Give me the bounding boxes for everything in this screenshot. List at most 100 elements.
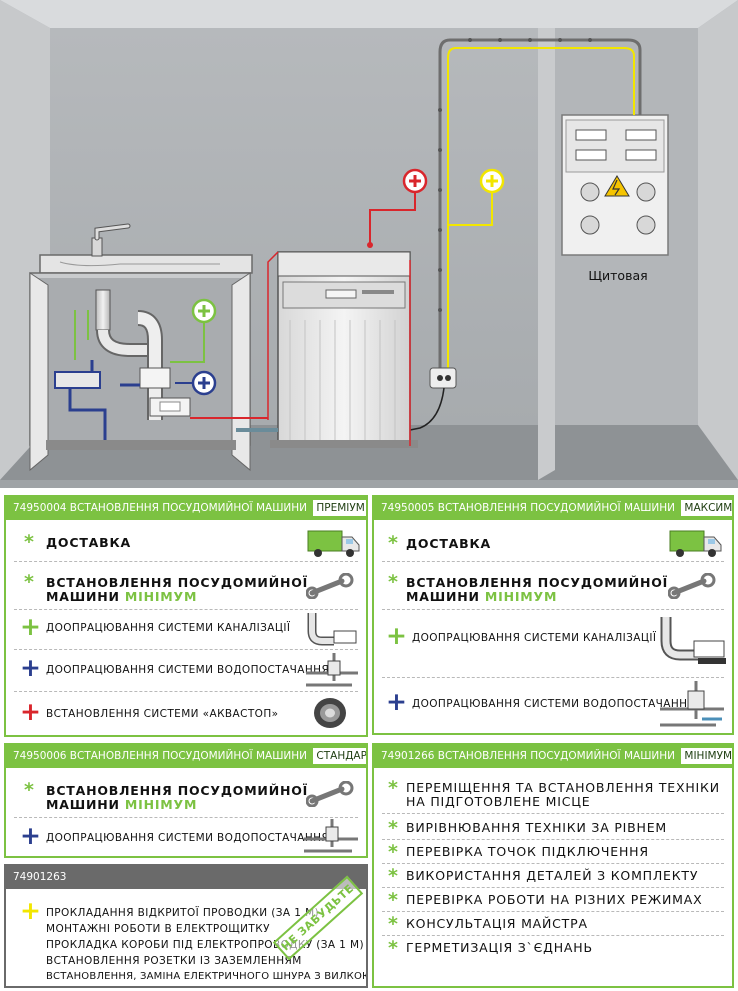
item-label: МОНТАЖНІ РОБОТИ В ЕЛЕКТРОЩИТКУ xyxy=(46,923,270,935)
item-label: ПЕРЕВІРКА ТОЧОК ПІДКЛЮЧЕННЯ xyxy=(406,844,649,859)
kitchen-installation-illustration: Щитовая xyxy=(0,0,738,488)
item-label: ДООПРАЦЮВАННЯ СИСТЕМИ КАНАЛІЗАЦІЇ xyxy=(46,622,291,634)
item-label: ВИРІВНЮВАННЯ ТЕХНІКИ ЗА РІВНЕМ xyxy=(406,820,668,835)
package-minimum-header: 74901266 ВСТАНОВЛЕННЯ ПОСУДОМИЙНОЇ МАШИН… xyxy=(374,745,732,768)
dishwasher xyxy=(270,251,418,448)
package-electric: 74901263 + ПРОКЛАДАННЯ ВІДКРИТОЇ ПРОВОДК… xyxy=(4,864,368,988)
package-tag: СТАНДАРТ xyxy=(313,748,366,764)
item-label: НА ПІДГОТОВЛЕНЕ МІСЦЕ xyxy=(406,794,591,809)
divider xyxy=(382,677,724,678)
electrical-panel xyxy=(561,114,669,256)
package-premium-header: 74950004 ВСТАНОВЛЕННЯ ПОСУДОМИЙНОЇ МАШИН… xyxy=(6,497,366,520)
asterisk-icon: * xyxy=(24,531,34,553)
item-label: МАШИНИ xyxy=(406,589,480,604)
package-code: 74950005 xyxy=(381,502,435,514)
divider xyxy=(14,561,358,562)
blue-plus-icon: + xyxy=(386,687,407,716)
asterisk-icon: * xyxy=(388,571,398,593)
list-item: * ГЕРМЕТИЗАЦІЯ З`ЄДНАНЬ xyxy=(374,937,732,959)
asterisk-icon: * xyxy=(24,571,34,593)
package-standard-header: 74950006 ВСТАНОВЛЕННЯ ПОСУДОМИЙНОЇ МАШИН… xyxy=(6,745,366,768)
item-label: ПРОКЛАДКА КОРОБИ ПІД ЕЛЕКТРОПРОВОДКУ (ЗА… xyxy=(46,939,364,951)
divider xyxy=(382,561,724,562)
list-item: * ВИРІВНЮВАННЯ ТЕХНІКИ ЗА РІВНЕМ xyxy=(374,817,732,839)
asterisk-icon: * xyxy=(388,841,398,863)
sewer-pipe-icon xyxy=(660,617,726,664)
package-code: 74950004 xyxy=(13,502,67,514)
asterisk-icon: * xyxy=(388,865,398,887)
asterisk-icon: * xyxy=(388,817,398,839)
item-label: ДООПРАЦЮВАННЯ СИСТЕМИ ВОДОПОСТАЧАННЯ xyxy=(46,664,330,676)
package-tag: ПРЕМІУМ xyxy=(313,500,366,516)
sewer-pipe-icon xyxy=(307,613,357,646)
divider xyxy=(382,863,724,864)
divider xyxy=(14,609,358,610)
item-label: ВСТАНОВЛЕННЯ, ЗАМІНА ЕЛЕКТРИЧНОГО ШНУРА … xyxy=(46,971,368,982)
sink-cabinet xyxy=(29,254,253,472)
item-label: ВСТАНОВЛЕННЯ СИСТЕМИ «АКВАСТОП» xyxy=(46,708,279,720)
wrench-icon xyxy=(306,573,354,599)
item-label: КОНСУЛЬТАЦІЯ МАЙСТРА xyxy=(406,916,588,931)
package-minimum: 74901266 ВСТАНОВЛЕННЯ ПОСУДОМИЙНОЇ МАШИН… xyxy=(372,743,734,988)
package-tag: МАКСИМУМ xyxy=(681,500,732,516)
item-label: ДООПРАЦЮВАННЯ СИСТЕМИ КАНАЛІЗАЦІЇ xyxy=(412,632,657,644)
list-item: + ДООПРАЦЮВАННЯ СИСТЕМИ КАНАЛІЗАЦІЇ xyxy=(374,613,732,673)
package-electric-header: 74901263 xyxy=(6,866,366,889)
item-label: ДОСТАВКА xyxy=(46,535,131,550)
item-label: ДООПРАЦЮВАННЯ СИСТЕМИ ВОДОПОСТАЧАННЯ xyxy=(412,698,696,710)
wrench-icon xyxy=(668,573,716,599)
list-item: * ВСТАНОВЛЕННЯ ПОСУДОМИЙНОЇ МАШИНИ МІНІМ… xyxy=(6,775,366,815)
list-item: * ВСТАНОВЛЕННЯ ПОСУДОМИЙНОЇ МАШИНИ МІНІМ… xyxy=(374,567,732,607)
item-highlight: МІНІМУМ xyxy=(484,589,558,604)
divider xyxy=(382,887,724,888)
divider xyxy=(382,935,724,936)
item-label: МАШИНИ xyxy=(46,797,120,812)
item-label: ВСТАНОВЛЕННЯ ПОСУДОМИЙНОЇ xyxy=(406,575,669,590)
divider xyxy=(382,813,724,814)
divider xyxy=(382,609,724,610)
yellow-plus-icon: + xyxy=(20,896,41,925)
panel-label: Щитовая xyxy=(588,268,647,283)
item-label: ГЕРМЕТИЗАЦІЯ З`ЄДНАНЬ xyxy=(406,940,593,955)
divider xyxy=(14,649,358,650)
water-pipe-icon xyxy=(306,653,358,687)
asterisk-icon: * xyxy=(388,889,398,911)
package-title: ВСТАНОВЛЕННЯ ПОСУДОМИЙНОЇ МАШИНИ xyxy=(437,750,676,762)
package-premium: 74950004 ВСТАНОВЛЕННЯ ПОСУДОМИЙНОЇ МАШИН… xyxy=(4,495,368,737)
package-tag: МІНІМУМ xyxy=(681,748,732,764)
asterisk-icon: * xyxy=(388,777,398,799)
divider xyxy=(14,817,358,818)
package-title: ВСТАНОВЛЕННЯ ПОСУДОМИЙНОЇ МАШИНИ xyxy=(69,502,308,514)
green-plus-icon: + xyxy=(386,621,407,650)
item-highlight: МІНІМУМ xyxy=(124,797,198,812)
item-label: ПРОКЛАДАННЯ ВІДКРИТОЇ ПРОВОДКИ (ЗА 1 М) xyxy=(46,907,320,919)
package-standard: 74950006 ВСТАНОВЛЕННЯ ПОСУДОМИЙНОЇ МАШИН… xyxy=(4,743,368,858)
faucet xyxy=(91,223,131,257)
package-title: ВСТАНОВЛЕННЯ ПОСУДОМИЙНОЇ МАШИНИ xyxy=(69,750,308,762)
wrench-icon xyxy=(306,781,354,807)
package-maximum: 74950005 ВСТАНОВЛЕННЯ ПОСУДОМИЙНОЇ МАШИН… xyxy=(372,495,734,735)
list-item: * ВСТАНОВЛЕННЯ ПОСУДОМИЙНОЇ МАШИНИ МІНІМ… xyxy=(6,567,366,607)
sink-drain-pipes xyxy=(95,289,171,420)
item-label: ПЕРЕМІЩЕННЯ ТА ВСТАНОВЛЕННЯ ТЕХНІКИ xyxy=(406,780,720,795)
package-title: ВСТАНОВЛЕННЯ ПОСУДОМИЙНОЇ МАШИНИ xyxy=(437,502,676,514)
asterisk-icon: * xyxy=(388,937,398,959)
divider xyxy=(382,911,724,912)
divider xyxy=(14,691,358,692)
asterisk-icon: * xyxy=(24,779,34,801)
list-item: * ДОСТАВКА xyxy=(374,527,732,557)
item-label: ПЕРЕВІРКА РОБОТИ НА РІЗНИХ РЕЖИМАХ xyxy=(406,892,703,907)
item-highlight: МІНІМУМ xyxy=(124,589,198,604)
delivery-van-icon xyxy=(307,530,360,557)
item-label: ВИКОРИСТАННЯ ДЕТАЛЕЙ З КОМПЛЕКТУ xyxy=(406,868,699,883)
aquastop-valve-icon xyxy=(314,698,346,728)
package-maximum-header: 74950005 ВСТАНОВЛЕННЯ ПОСУДОМИЙНОЇ МАШИН… xyxy=(374,497,732,520)
item-label: ВСТАНОВЛЕННЯ ПОСУДОМИЙНОЇ xyxy=(46,783,309,798)
asterisk-icon: * xyxy=(388,532,398,554)
package-code: 74901263 xyxy=(13,871,67,883)
list-item: + ДООПРАЦЮВАННЯ СИСТЕМИ ВОДОПОСТАЧАННЯ xyxy=(374,679,732,733)
delivery-van-icon xyxy=(669,530,722,557)
package-code: 74950006 xyxy=(13,750,67,762)
item-label: ДООПРАЦЮВАННЯ СИСТЕМИ ВОДОПОСТАЧАННЯ xyxy=(46,832,330,844)
asterisk-icon: * xyxy=(388,913,398,935)
